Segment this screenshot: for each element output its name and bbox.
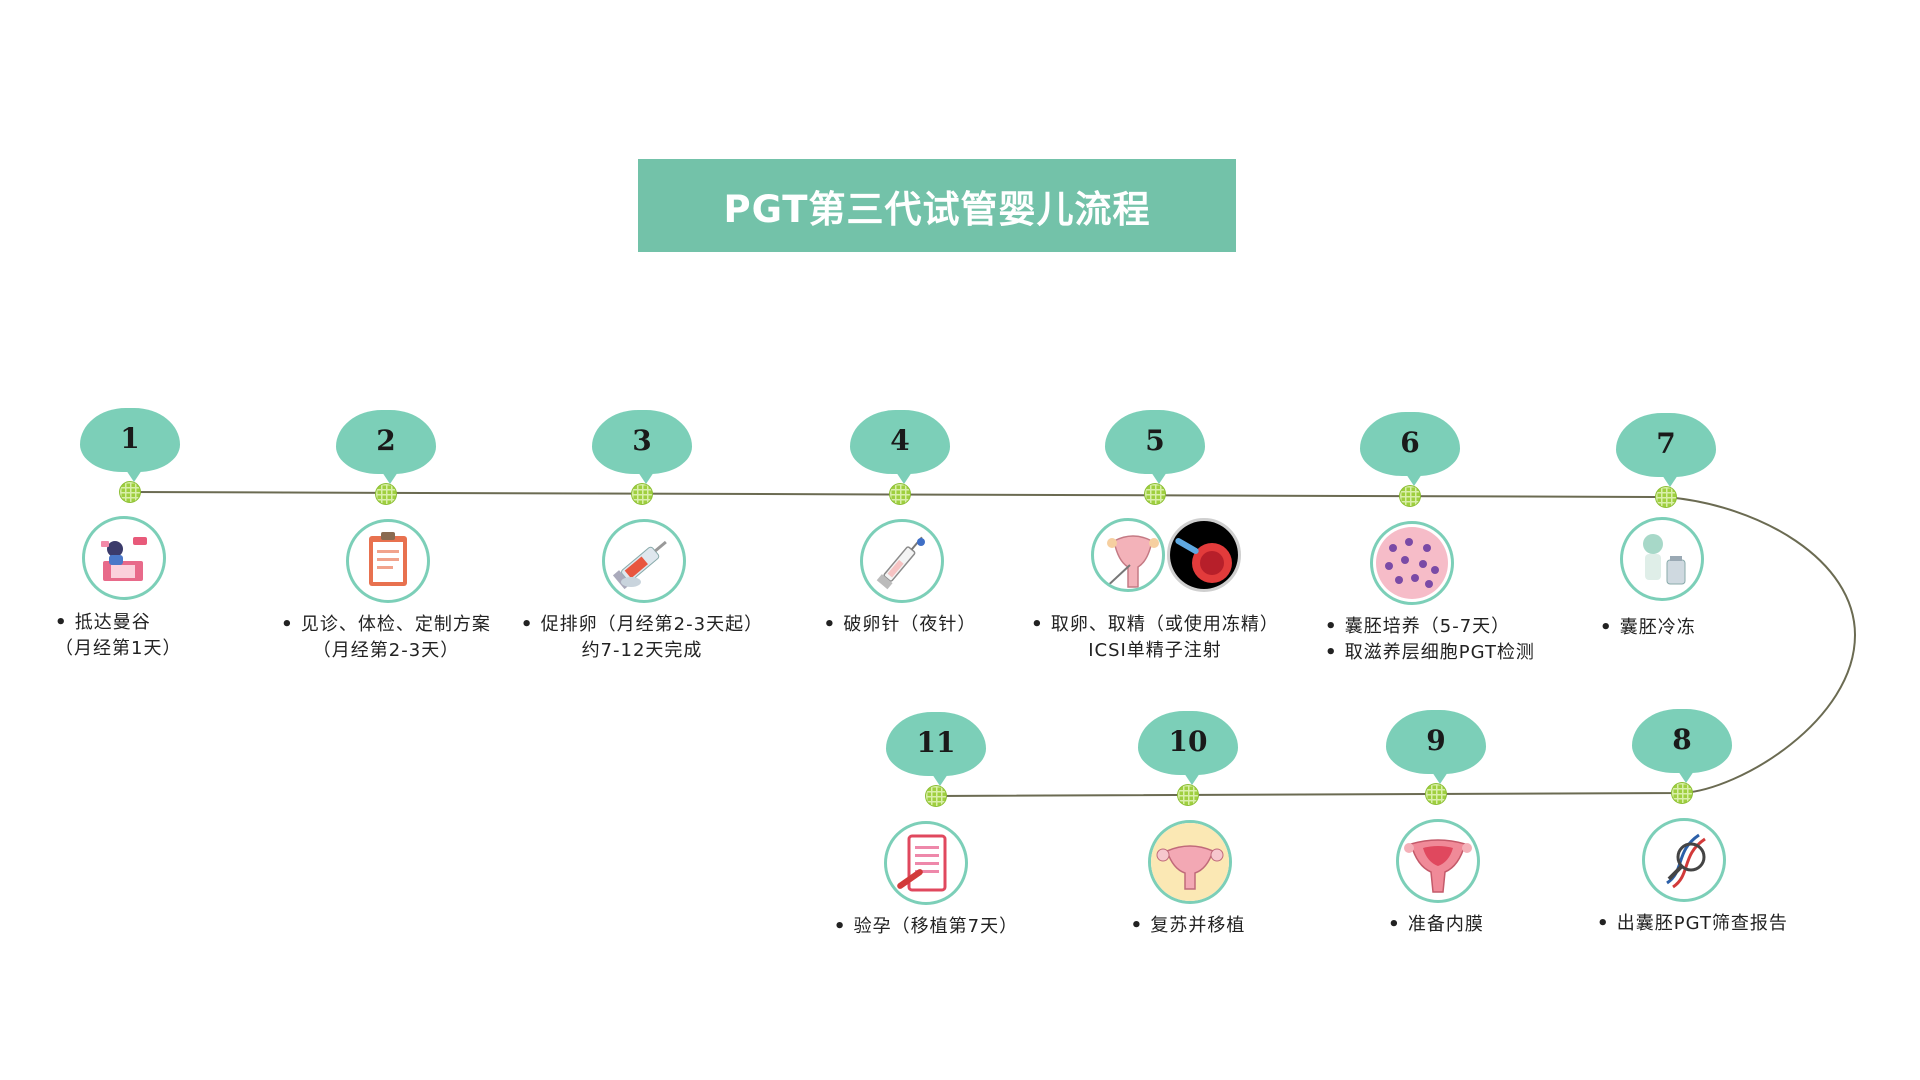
timeline-node xyxy=(926,786,946,806)
egg-retrieval-icon xyxy=(1091,518,1165,592)
step-text-line: （月经第2-3天） xyxy=(312,640,460,661)
step-text-line: 破卵针（夜针） xyxy=(750,612,1050,638)
page-title: PGT第三代试管婴儿流程 xyxy=(723,187,1151,231)
timeline-node xyxy=(890,484,910,504)
step-number: 2 xyxy=(376,424,396,457)
timeline-node xyxy=(1426,784,1446,804)
step-text-line: ICSI单精子注射 xyxy=(1088,640,1222,661)
step-text-line: 取滋养层细胞PGT检测 xyxy=(1325,640,1625,666)
timeline-node xyxy=(1656,487,1676,507)
step-number: 3 xyxy=(632,424,652,457)
step-number: 10 xyxy=(1168,725,1208,758)
step-text-line: 见诊、体检、定制方案 xyxy=(236,612,536,638)
syringe-icon xyxy=(602,519,686,603)
step-number-bubble: 3 xyxy=(592,410,692,484)
step-number-bubble: 10 xyxy=(1138,711,1238,785)
timeline-node xyxy=(1672,783,1692,803)
step-number: 8 xyxy=(1672,723,1692,756)
step-number-bubble: 1 xyxy=(80,408,180,482)
timeline-node xyxy=(632,484,652,504)
step-text-line: 约7-12天完成 xyxy=(581,640,703,661)
step-number: 6 xyxy=(1400,426,1420,459)
timeline-node xyxy=(1400,486,1420,506)
step-number-bubble: 9 xyxy=(1386,710,1486,784)
step-text-line: 囊胚培养（5-7天） xyxy=(1325,614,1625,640)
step-number: 4 xyxy=(890,424,910,457)
step-description: 抵达曼谷 （月经第1天） xyxy=(55,610,355,662)
cryo-freeze-icon xyxy=(1620,517,1704,601)
step-number: 5 xyxy=(1145,424,1165,457)
step-text-line: 促排卵（月经第2-3天起） xyxy=(492,612,792,638)
step-number-bubble: 2 xyxy=(336,410,436,484)
timeline-node xyxy=(1145,484,1165,504)
step-number-bubble: 6 xyxy=(1360,412,1460,486)
step-description: 准备内膜 xyxy=(1286,912,1586,938)
title-banner: PGT第三代试管婴儿流程 xyxy=(638,159,1236,252)
trigger-shot-icon xyxy=(860,519,944,603)
step-number: 7 xyxy=(1656,427,1676,460)
timeline-node xyxy=(1178,785,1198,805)
step-number-bubble: 8 xyxy=(1632,709,1732,783)
hcg-test-icon xyxy=(884,821,968,905)
step-description: 见诊、体检、定制方案 （月经第2-3天） xyxy=(236,612,536,664)
step-description: 验孕（移植第7天） xyxy=(776,914,1076,940)
step-number-bubble: 5 xyxy=(1105,410,1205,484)
timeline-node xyxy=(376,484,396,504)
step-text-line: 复苏并移植 xyxy=(1038,913,1338,939)
dna-icon xyxy=(1642,818,1726,902)
endometrium-icon xyxy=(1396,819,1480,903)
step-description: 取卵、取精（或使用冻精） ICSI单精子注射 xyxy=(1005,612,1305,664)
step-description: 破卵针（夜针） xyxy=(750,612,1050,638)
step-description: 复苏并移植 xyxy=(1038,913,1338,939)
step-text-line: 取卵、取精（或使用冻精） xyxy=(1005,612,1305,638)
step-text-line: （月经第1天） xyxy=(55,638,182,659)
clipboard-icon xyxy=(346,519,430,603)
step-number-bubble: 7 xyxy=(1616,413,1716,487)
step-description: 囊胚培养（5-7天） 取滋养层细胞PGT检测 xyxy=(1325,614,1625,666)
laptop-person-icon xyxy=(82,516,166,600)
step-number: 11 xyxy=(916,726,956,759)
blastocyst-icon xyxy=(1370,521,1454,605)
step-number: 1 xyxy=(120,422,140,455)
step-text-line: 抵达曼谷 xyxy=(55,610,355,636)
step-number-bubble: 11 xyxy=(886,712,986,786)
step-text-line: 准备内膜 xyxy=(1286,912,1586,938)
step-description: 囊胚冷冻 xyxy=(1600,615,1900,641)
step-number-bubble: 4 xyxy=(850,410,950,484)
step-text-line: 验孕（移植第7天） xyxy=(776,914,1076,940)
step-text-line: 出囊胚PGT筛查报告 xyxy=(1597,911,1897,937)
step-description: 出囊胚PGT筛查报告 xyxy=(1597,911,1897,937)
step-number: 9 xyxy=(1426,724,1446,757)
step-text-line: 囊胚冷冻 xyxy=(1600,615,1900,641)
icsi-injection-icon xyxy=(1167,518,1241,592)
timeline-node xyxy=(120,482,140,502)
uterus-icon xyxy=(1148,820,1232,904)
step-description: 促排卵（月经第2-3天起） 约7-12天完成 xyxy=(492,612,792,664)
